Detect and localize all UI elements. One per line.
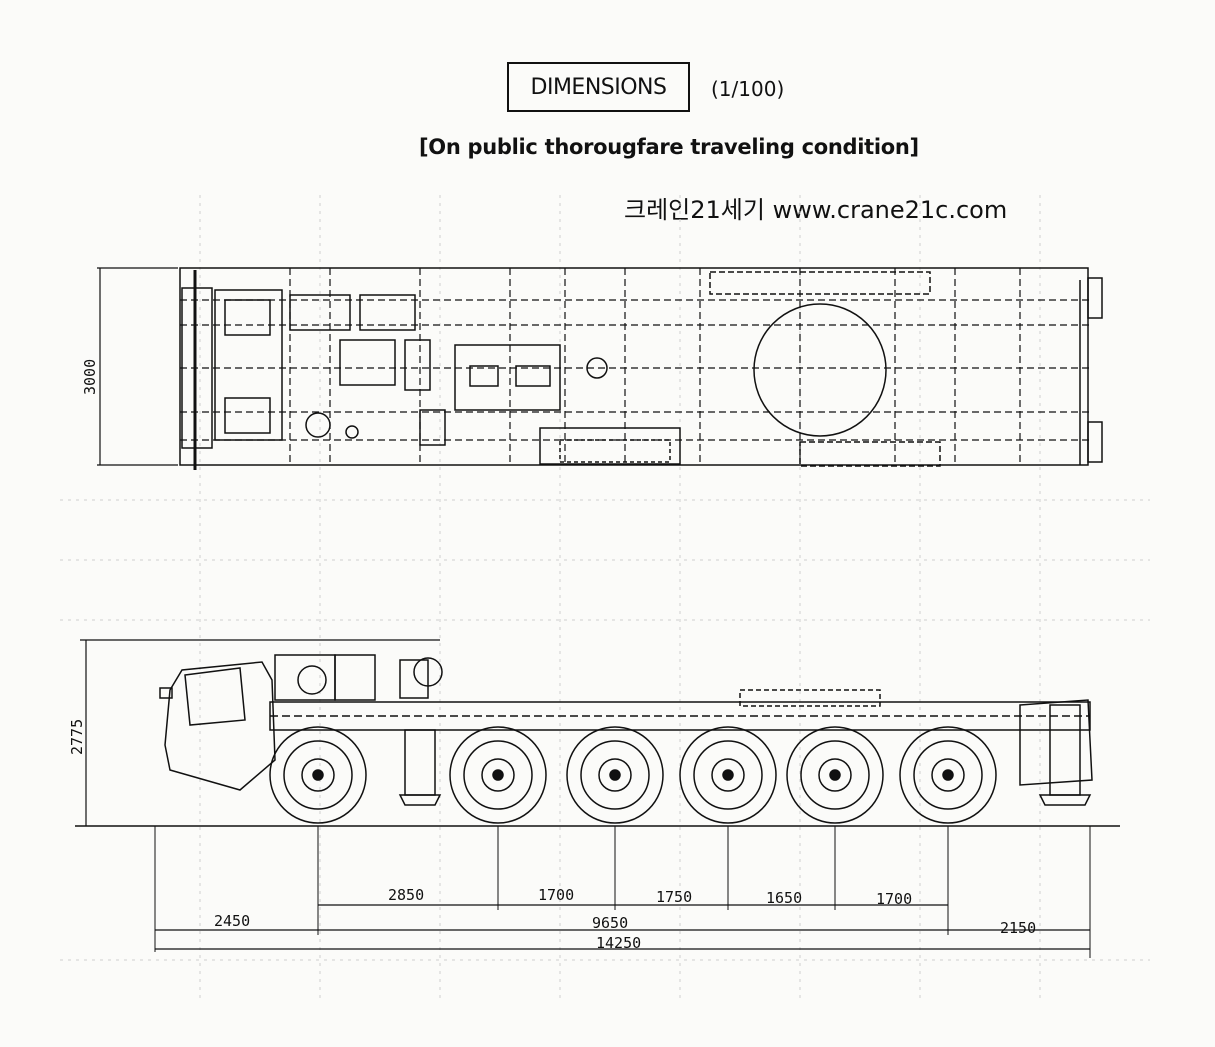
background-grid bbox=[60, 195, 1150, 1000]
side-view bbox=[159, 654, 1093, 806]
plan-width-value: 3000 bbox=[81, 359, 99, 395]
slewing-ring bbox=[753, 303, 887, 437]
axle-spacing-3: 1750 bbox=[656, 888, 692, 906]
wheelbase-value: 9650 bbox=[592, 914, 628, 932]
wheel-2 bbox=[449, 726, 547, 824]
cab bbox=[164, 661, 276, 791]
watermark-text: 크레인21세기 www.crane21c.com bbox=[624, 196, 1008, 224]
axle-spacing-2: 1700 bbox=[538, 886, 574, 904]
front-overhang-value: 2450 bbox=[214, 912, 250, 930]
height-dimension bbox=[80, 639, 440, 826]
wheel-5 bbox=[786, 726, 884, 824]
wheel-4 bbox=[679, 726, 777, 824]
axle-spacing-1: 2850 bbox=[388, 886, 424, 904]
wheels bbox=[269, 726, 997, 824]
overall-length-value: 14250 bbox=[596, 934, 641, 952]
wheel-3 bbox=[566, 726, 664, 824]
plan-outline bbox=[179, 267, 1089, 466]
axle-spacing-5: 1700 bbox=[876, 890, 912, 908]
wheel-1 bbox=[269, 726, 367, 824]
plan-width-dimension bbox=[97, 267, 178, 466]
height-value: 2775 bbox=[68, 719, 86, 755]
rear-overhang-value: 2150 bbox=[1000, 919, 1036, 937]
wheel-6 bbox=[899, 726, 997, 824]
subtitle: [On public thorougfare traveling conditi… bbox=[419, 135, 919, 159]
dimension-lines bbox=[155, 904, 1090, 950]
extension-lines bbox=[154, 826, 1091, 958]
title-box: DIMENSIONS bbox=[507, 62, 690, 112]
plan-view bbox=[179, 267, 1103, 470]
title-text: DIMENSIONS bbox=[530, 74, 667, 100]
scale-label: (1/100) bbox=[711, 77, 785, 101]
axle-spacing-4: 1650 bbox=[766, 889, 802, 907]
